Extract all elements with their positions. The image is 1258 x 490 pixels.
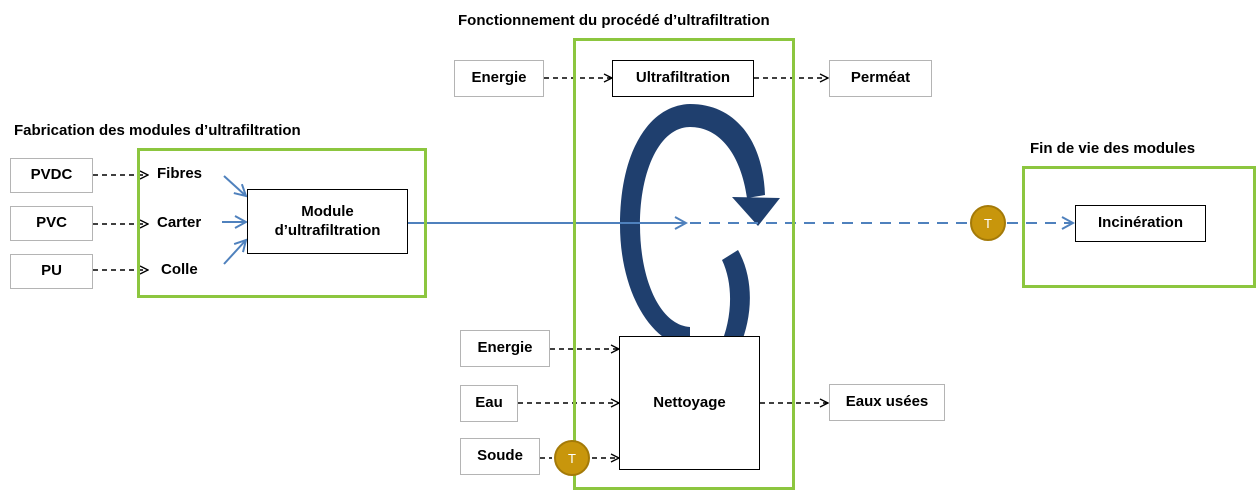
module-ultrafiltration-box: Module d’ultrafiltration [247,189,408,254]
eau-box: Eau [460,385,518,422]
component-carter: Carter [157,214,202,231]
cycle-arrow-head [732,197,780,226]
fin-de-vie-frame [1022,166,1256,288]
energie-bottom-box: Energie [460,330,550,367]
input-pvdc: PVDC [10,158,93,193]
module-ultrafiltration-label: Module d’ultrafiltration [274,202,381,239]
title-fin-de-vie: Fin de vie des modules [1030,140,1196,157]
title-fonctionnement: Fonctionnement du procédé d’ultrafiltrat… [458,12,770,29]
connector-fibres-module [223,175,246,196]
soude-box: Soude [460,438,540,475]
fabrication-frame [137,148,427,298]
title-fabrication: Fabrication des modules d’ultrafiltratio… [14,122,301,139]
transport-token-soude: T [554,440,590,476]
incineration-box: Incinération [1075,205,1206,242]
ultrafiltration-box: Ultrafiltration [612,60,754,97]
component-colle: Colle [161,261,198,278]
input-pvc: PVC [10,206,93,241]
input-pu: PU [10,254,93,289]
transport-token-end-of-life: T [970,205,1006,241]
cycle-arrow [620,104,780,347]
energie-top-box: Energie [454,60,544,97]
nettoyage-box: Nettoyage [619,336,760,470]
permeat-box: Perméat [829,60,932,97]
eaux-usees-box: Eaux usées [829,384,945,421]
cycle-arrow-tail [720,250,750,346]
component-fibres: Fibres [157,165,203,182]
connector-colle-module [223,240,246,265]
